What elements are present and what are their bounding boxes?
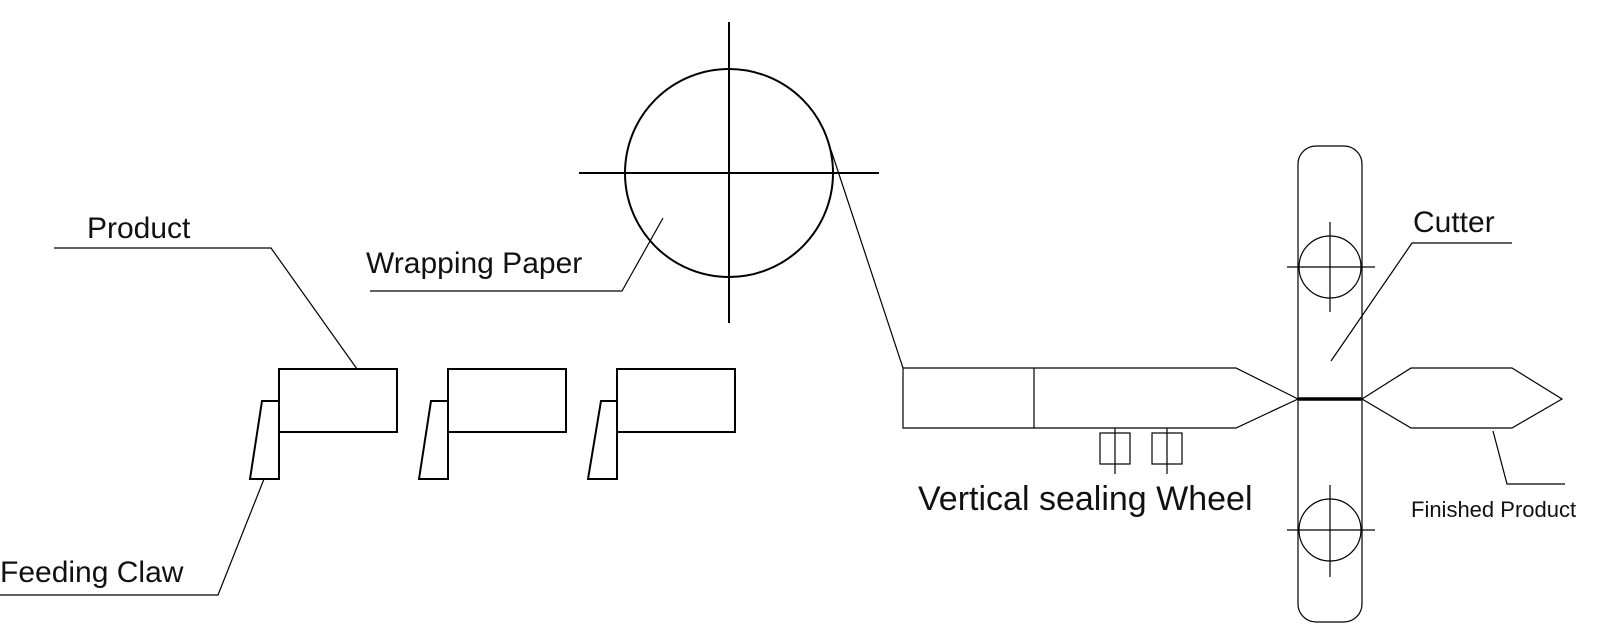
finished-product-leader-line [1492, 430, 1565, 485]
product-block-3 [616, 368, 736, 433]
vertical-sealing-wheel-2 [1151, 428, 1183, 474]
product-label: Product [87, 212, 191, 245]
product-block-1 [278, 368, 398, 433]
product-leader-line [54, 247, 358, 370]
wrapping-paper-leader-line [370, 217, 664, 292]
feeding-claw-3 [586, 400, 618, 480]
wrapped-tube [903, 367, 1300, 429]
feeding-claw-leader-line [0, 478, 265, 596]
wrapping-paper-roll [579, 22, 879, 323]
paper-feed-line [830, 149, 919, 429]
cutter-assembly [1287, 145, 1375, 623]
feeding-claw-2 [417, 400, 449, 480]
product-block-2 [447, 368, 567, 433]
feeding-claw-1 [248, 400, 280, 480]
feeding-claw-label: Feeding Claw [0, 556, 184, 589]
vertical-sealing-wheel-1 [1099, 428, 1131, 474]
cutter-leader-line [1330, 242, 1512, 362]
finished-product-label: Finished Product [1411, 497, 1576, 522]
cutter-label: Cutter [1413, 206, 1495, 239]
vertical-sealing-wheel-label: Vertical sealing Wheel [918, 480, 1253, 518]
finished-product-shape [1360, 367, 1564, 429]
wrapping-paper-label: Wrapping Paper [366, 247, 582, 280]
